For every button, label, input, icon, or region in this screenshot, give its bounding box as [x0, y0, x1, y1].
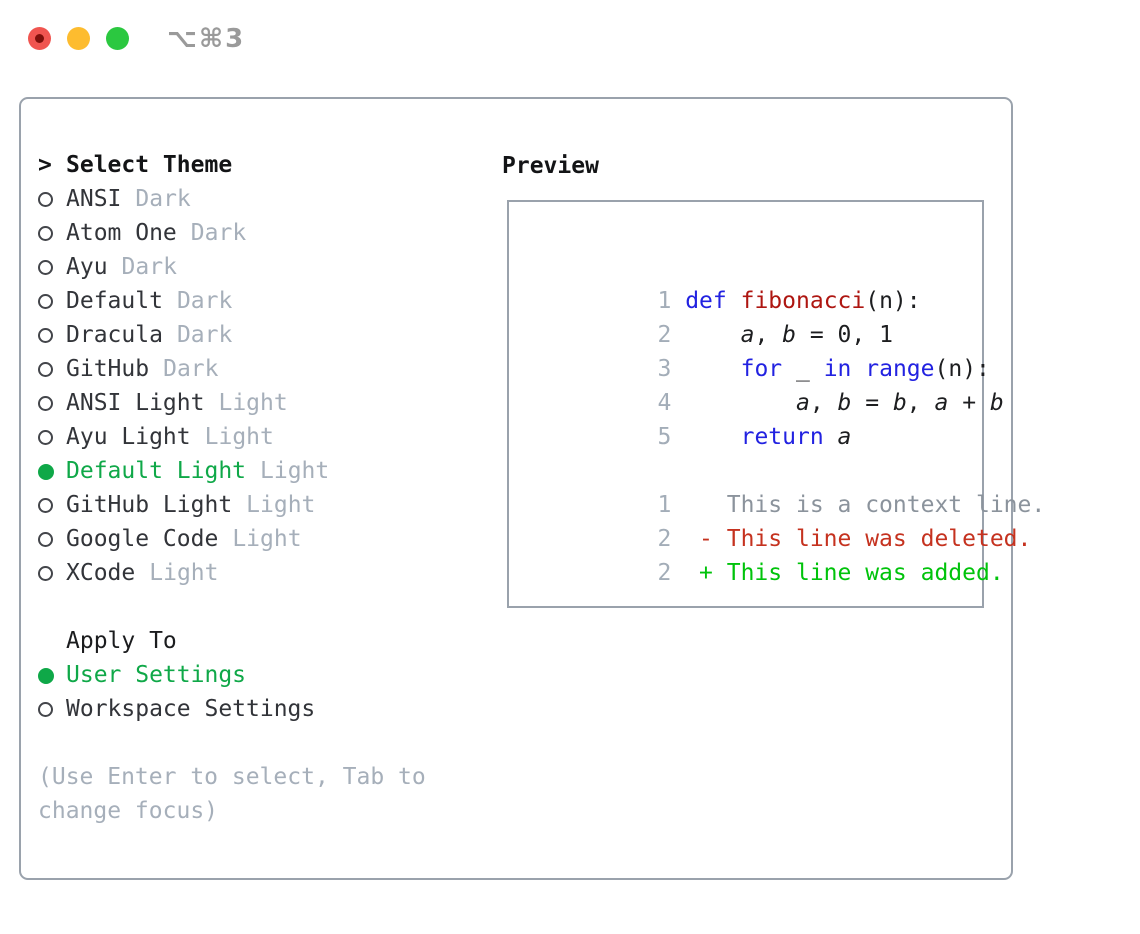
code-token: a: [740, 322, 755, 348]
theme-option-ansi-light[interactable]: ANSI Light Light: [38, 386, 483, 420]
code-line: 2 a, b = 0, 1: [519, 284, 1045, 348]
code-token: =: [851, 390, 893, 416]
line-number: 1: [657, 288, 672, 314]
theme-option-atom-one-dark[interactable]: Atom One Dark: [38, 216, 483, 250]
code-token: (n):: [934, 356, 990, 382]
keyboard-hint-line2: change focus): [38, 798, 219, 824]
line-number: 2: [657, 526, 672, 552]
radio-icon: [38, 362, 53, 377]
close-button-icon[interactable]: [28, 27, 51, 50]
code-line: 5 return a: [519, 386, 1045, 450]
code-token: b: [782, 322, 797, 348]
radio-icon: [38, 192, 53, 207]
line-number: 2: [657, 322, 672, 348]
theme-option-default-dark[interactable]: Default Dark: [38, 284, 483, 318]
code-token: fibonacci: [740, 288, 866, 314]
cursor-icon: >: [38, 152, 52, 178]
code-token: [671, 288, 685, 314]
radio-icon: [38, 396, 53, 411]
theme-option-github-dark[interactable]: GitHub Dark: [38, 352, 483, 386]
radio-selected-icon: [38, 667, 54, 684]
code-token: b: [989, 390, 1004, 416]
diff-token: - This line was deleted.: [671, 526, 1032, 552]
code-token: a: [837, 424, 852, 450]
diff-token: + This line was added.: [671, 560, 1004, 586]
theme-option-github-light[interactable]: GitHub Light Light: [38, 488, 483, 522]
theme-option-dracula-dark[interactable]: Dracula Dark: [38, 318, 483, 352]
theme-selector-panel: > Select Theme ANSI Dark Atom One Dark A…: [19, 97, 1045, 880]
titlebar: ⌥⌘3: [0, 0, 1140, 76]
code-token: in: [823, 356, 852, 382]
theme-list: > Select Theme ANSI Dark Atom One Dark A…: [38, 148, 483, 828]
code-token: range: [865, 356, 935, 382]
code-line: 4 a, b = b, a + b: [519, 352, 1045, 416]
radio-icon: [38, 532, 53, 547]
code-token: (n):: [865, 288, 921, 314]
line-number: 1: [657, 492, 672, 518]
radio-selected-icon: [38, 463, 54, 480]
code-token: [671, 424, 740, 450]
theme-option-xcode-light[interactable]: XCode Light: [38, 556, 483, 590]
theme-option-ayu-dark[interactable]: Ayu Dark: [38, 250, 483, 284]
apply-option-user-settings[interactable]: User Settings: [38, 658, 483, 692]
code-token: b: [892, 390, 907, 416]
code-token: a: [795, 390, 810, 416]
code-token: [727, 288, 741, 314]
radio-icon: [38, 498, 53, 513]
diff-token: This is a context line.: [671, 492, 1046, 518]
theme-option-ansi-dark[interactable]: ANSI Dark: [38, 182, 483, 216]
select-theme-header: > Select Theme: [38, 148, 483, 182]
minimize-button-icon[interactable]: [67, 27, 90, 50]
apply-to-title: Apply To: [66, 628, 177, 654]
preview-pane: 1 def fibonacci(n): 2 a, b = 0, 1 3 for …: [507, 200, 1045, 608]
radio-icon: [38, 260, 53, 275]
code-token: [824, 424, 838, 450]
apply-to-header: Apply To: [38, 624, 483, 658]
line-number: 3: [657, 356, 672, 382]
diff-context-line: 1 This is a context line.: [519, 454, 1045, 518]
radio-icon: [38, 226, 53, 241]
code-token: = 0, 1: [796, 322, 893, 348]
code-token: for: [740, 356, 783, 382]
code-token: [671, 322, 740, 348]
zoom-button-icon[interactable]: [106, 27, 129, 50]
code-token: ,: [906, 390, 935, 416]
code-token: _: [782, 356, 824, 382]
code-token: ,: [809, 390, 838, 416]
theme-option-default-light[interactable]: Default Light Light: [38, 454, 483, 488]
theme-option-google-code-light[interactable]: Google Code Light: [38, 522, 483, 556]
select-theme-title: Select Theme: [66, 152, 233, 178]
keyboard-hint-line1: (Use Enter to select, Tab to: [38, 764, 426, 790]
code-preview: 1 def fibonacci(n): 2 a, b = 0, 1 3 for …: [519, 250, 1045, 586]
code-token: [851, 356, 865, 382]
diff-deleted-line: 2 - This line was deleted.: [519, 488, 1045, 552]
code-token: return: [740, 424, 824, 450]
code-line: 3 for _ in range(n):: [519, 318, 1045, 382]
code-line: 1 def fibonacci(n):: [519, 250, 1045, 314]
radio-icon: [38, 294, 53, 309]
code-token: def: [685, 288, 727, 314]
code-token: ,: [754, 322, 783, 348]
window-title: ⌥⌘3: [167, 24, 246, 54]
apply-option-workspace-settings[interactable]: Workspace Settings: [38, 692, 483, 726]
line-number: 2: [657, 560, 672, 586]
radio-icon: [38, 566, 53, 581]
line-number: 4: [657, 390, 672, 416]
diff-added-line: 2 + This line was added.: [519, 522, 1045, 586]
radio-icon: [38, 702, 53, 717]
code-token: +: [948, 390, 990, 416]
radio-icon: [38, 328, 53, 343]
radio-icon: [38, 430, 53, 445]
preview-title: Preview: [502, 153, 599, 179]
code-token: [671, 356, 740, 382]
line-number: 5: [657, 424, 672, 450]
code-token: b: [837, 390, 852, 416]
code-token: a: [934, 390, 949, 416]
theme-option-ayu-light[interactable]: Ayu Light Light: [38, 420, 483, 454]
code-token: [671, 390, 796, 416]
